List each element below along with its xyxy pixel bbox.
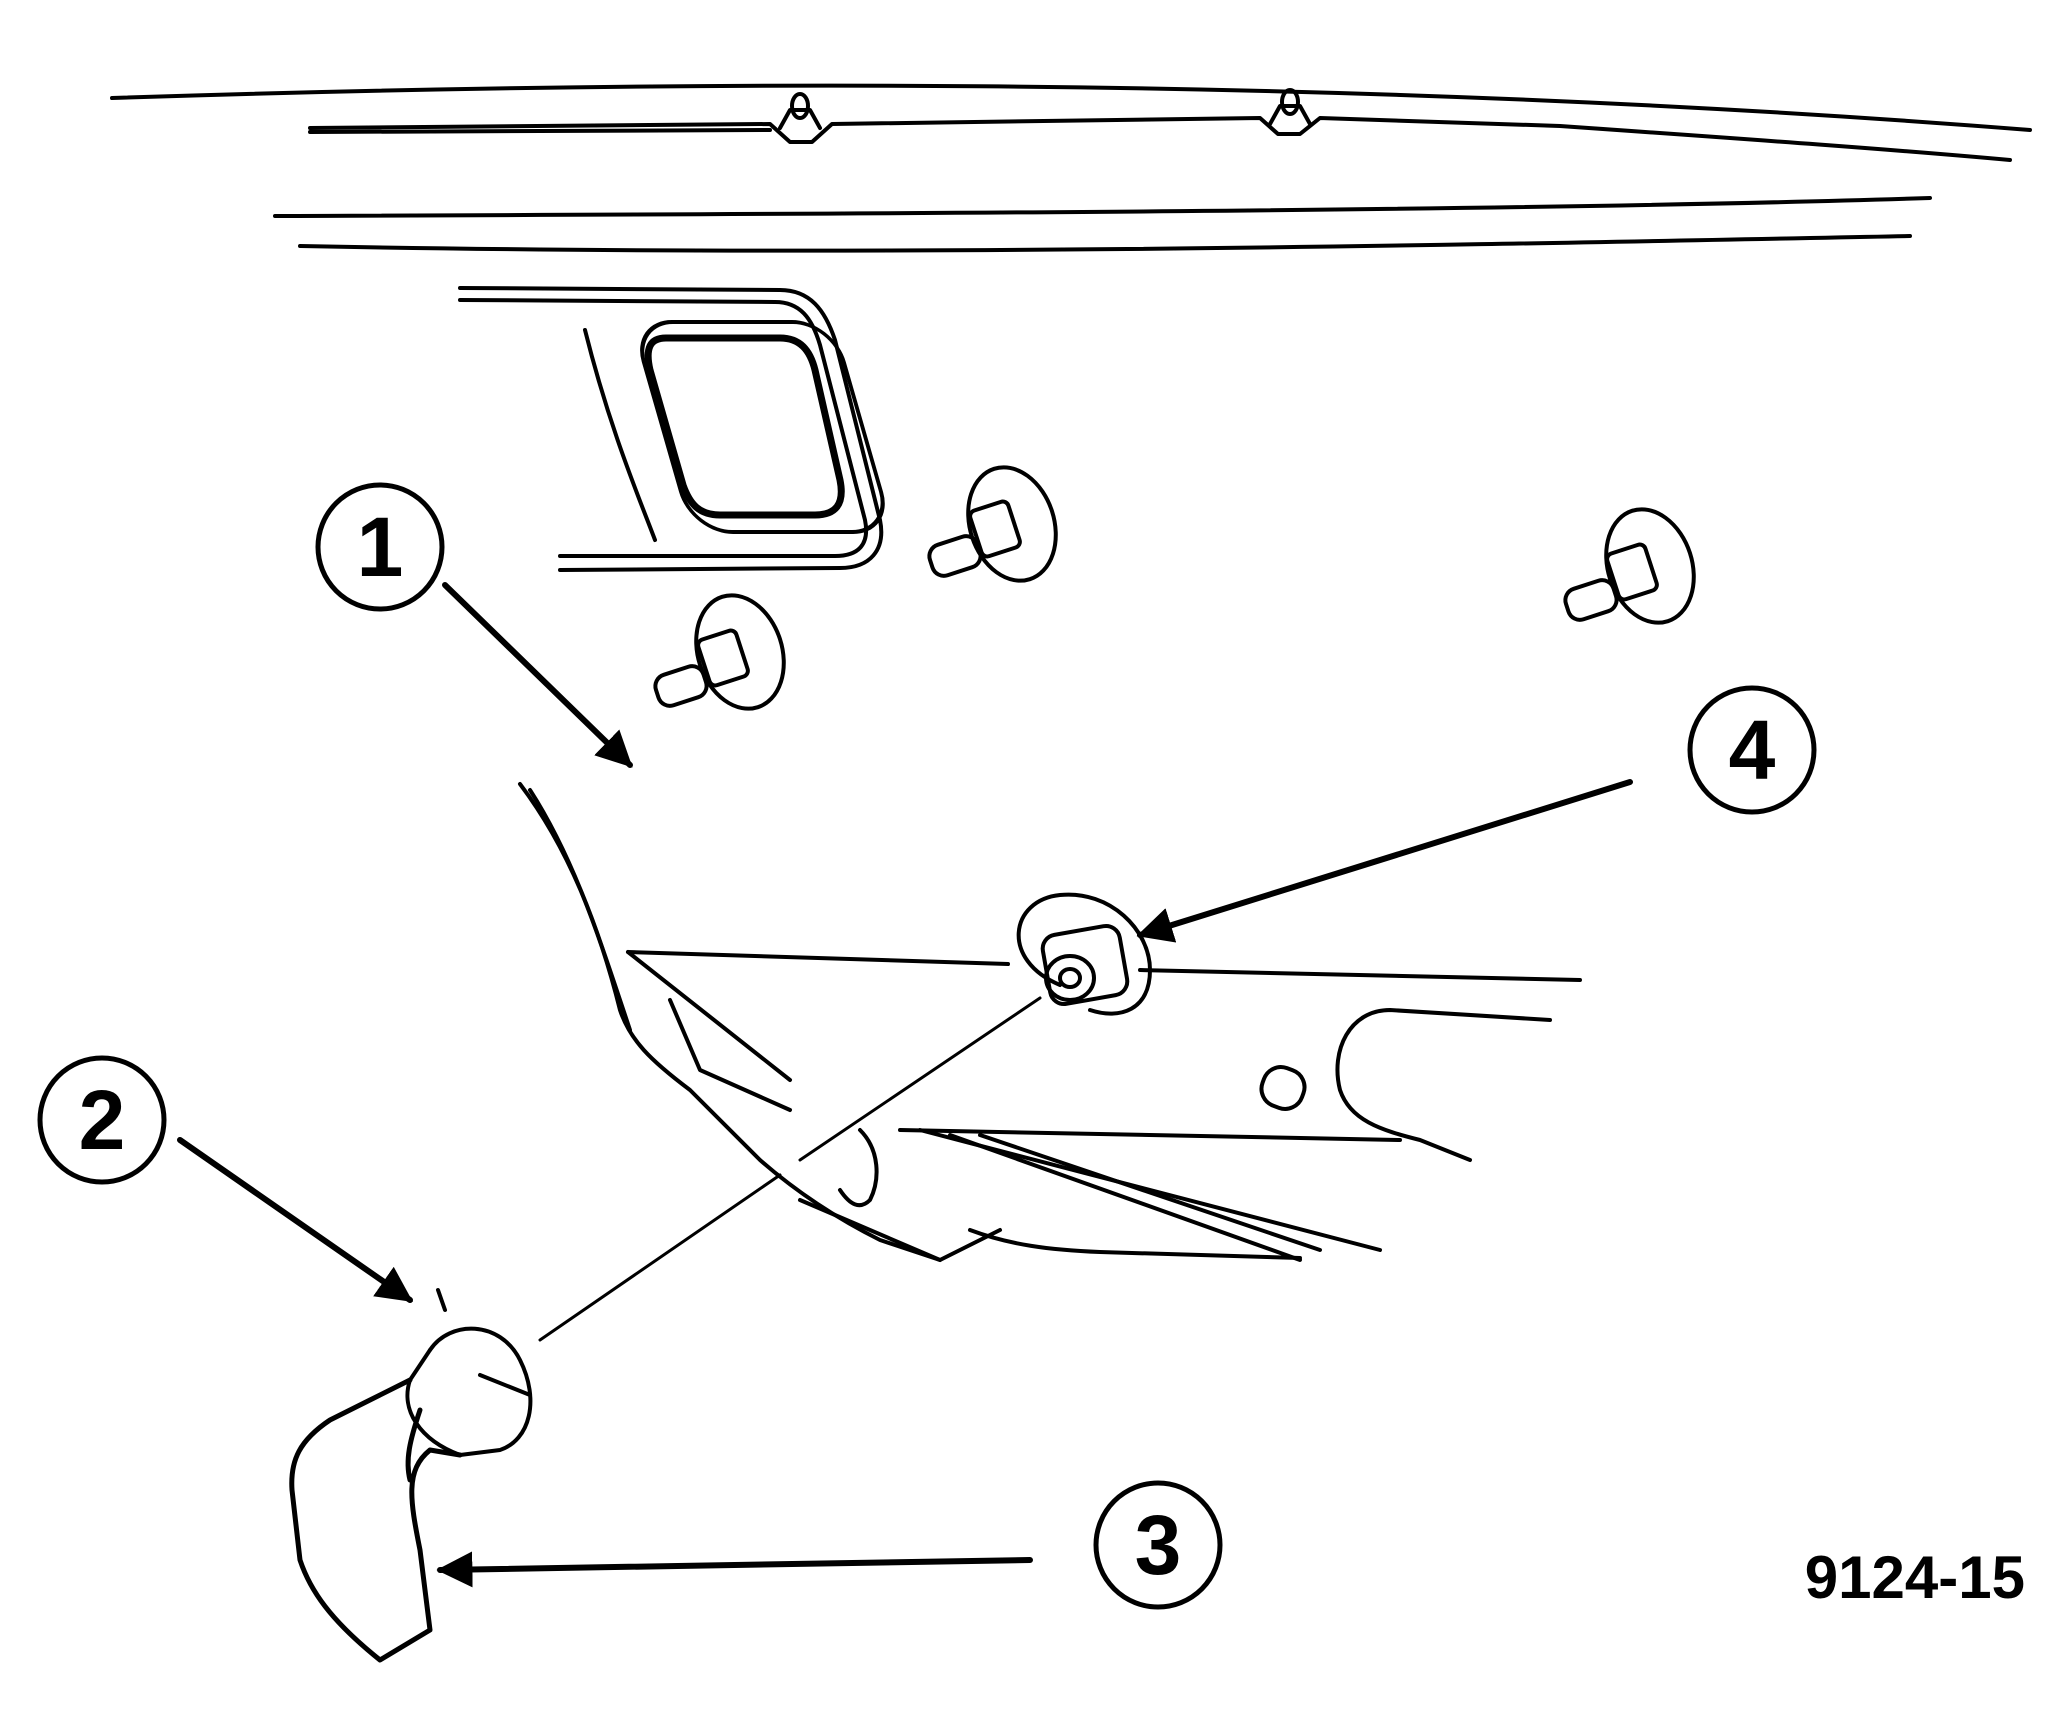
callout-label: 4 [1729, 703, 1776, 797]
callout-2: 2 [37, 1055, 167, 1185]
callout-1: 1 [315, 482, 445, 612]
washer-hose-line [538, 996, 1042, 1342]
nozzle-fitting [1016, 892, 1152, 1016]
hood-inner-panel [518, 782, 1582, 1262]
cowl-panel [458, 286, 885, 572]
leader-3 [436, 1551, 1033, 1588]
callout-label: 2 [79, 1073, 126, 1167]
callout-label: 1 [357, 500, 404, 594]
hose-connector [405, 1288, 533, 1457]
leader-2 [177, 1137, 413, 1303]
hood-edge-lines [110, 83, 2032, 253]
washer-hose [289, 1377, 463, 1663]
callout-3: 3 [1093, 1480, 1223, 1610]
push-pin-clip [653, 593, 786, 711]
callout-leaders [177, 582, 1633, 1588]
push-pin-clip [927, 465, 1058, 583]
figure-id: 9124-15 [1805, 1544, 2025, 1611]
leader-1 [442, 582, 633, 768]
callout-4: 4 [1687, 685, 1817, 815]
leader-4 [1136, 779, 1633, 943]
push-pin-clip [1563, 507, 1696, 625]
callout-label: 3 [1135, 1498, 1182, 1592]
